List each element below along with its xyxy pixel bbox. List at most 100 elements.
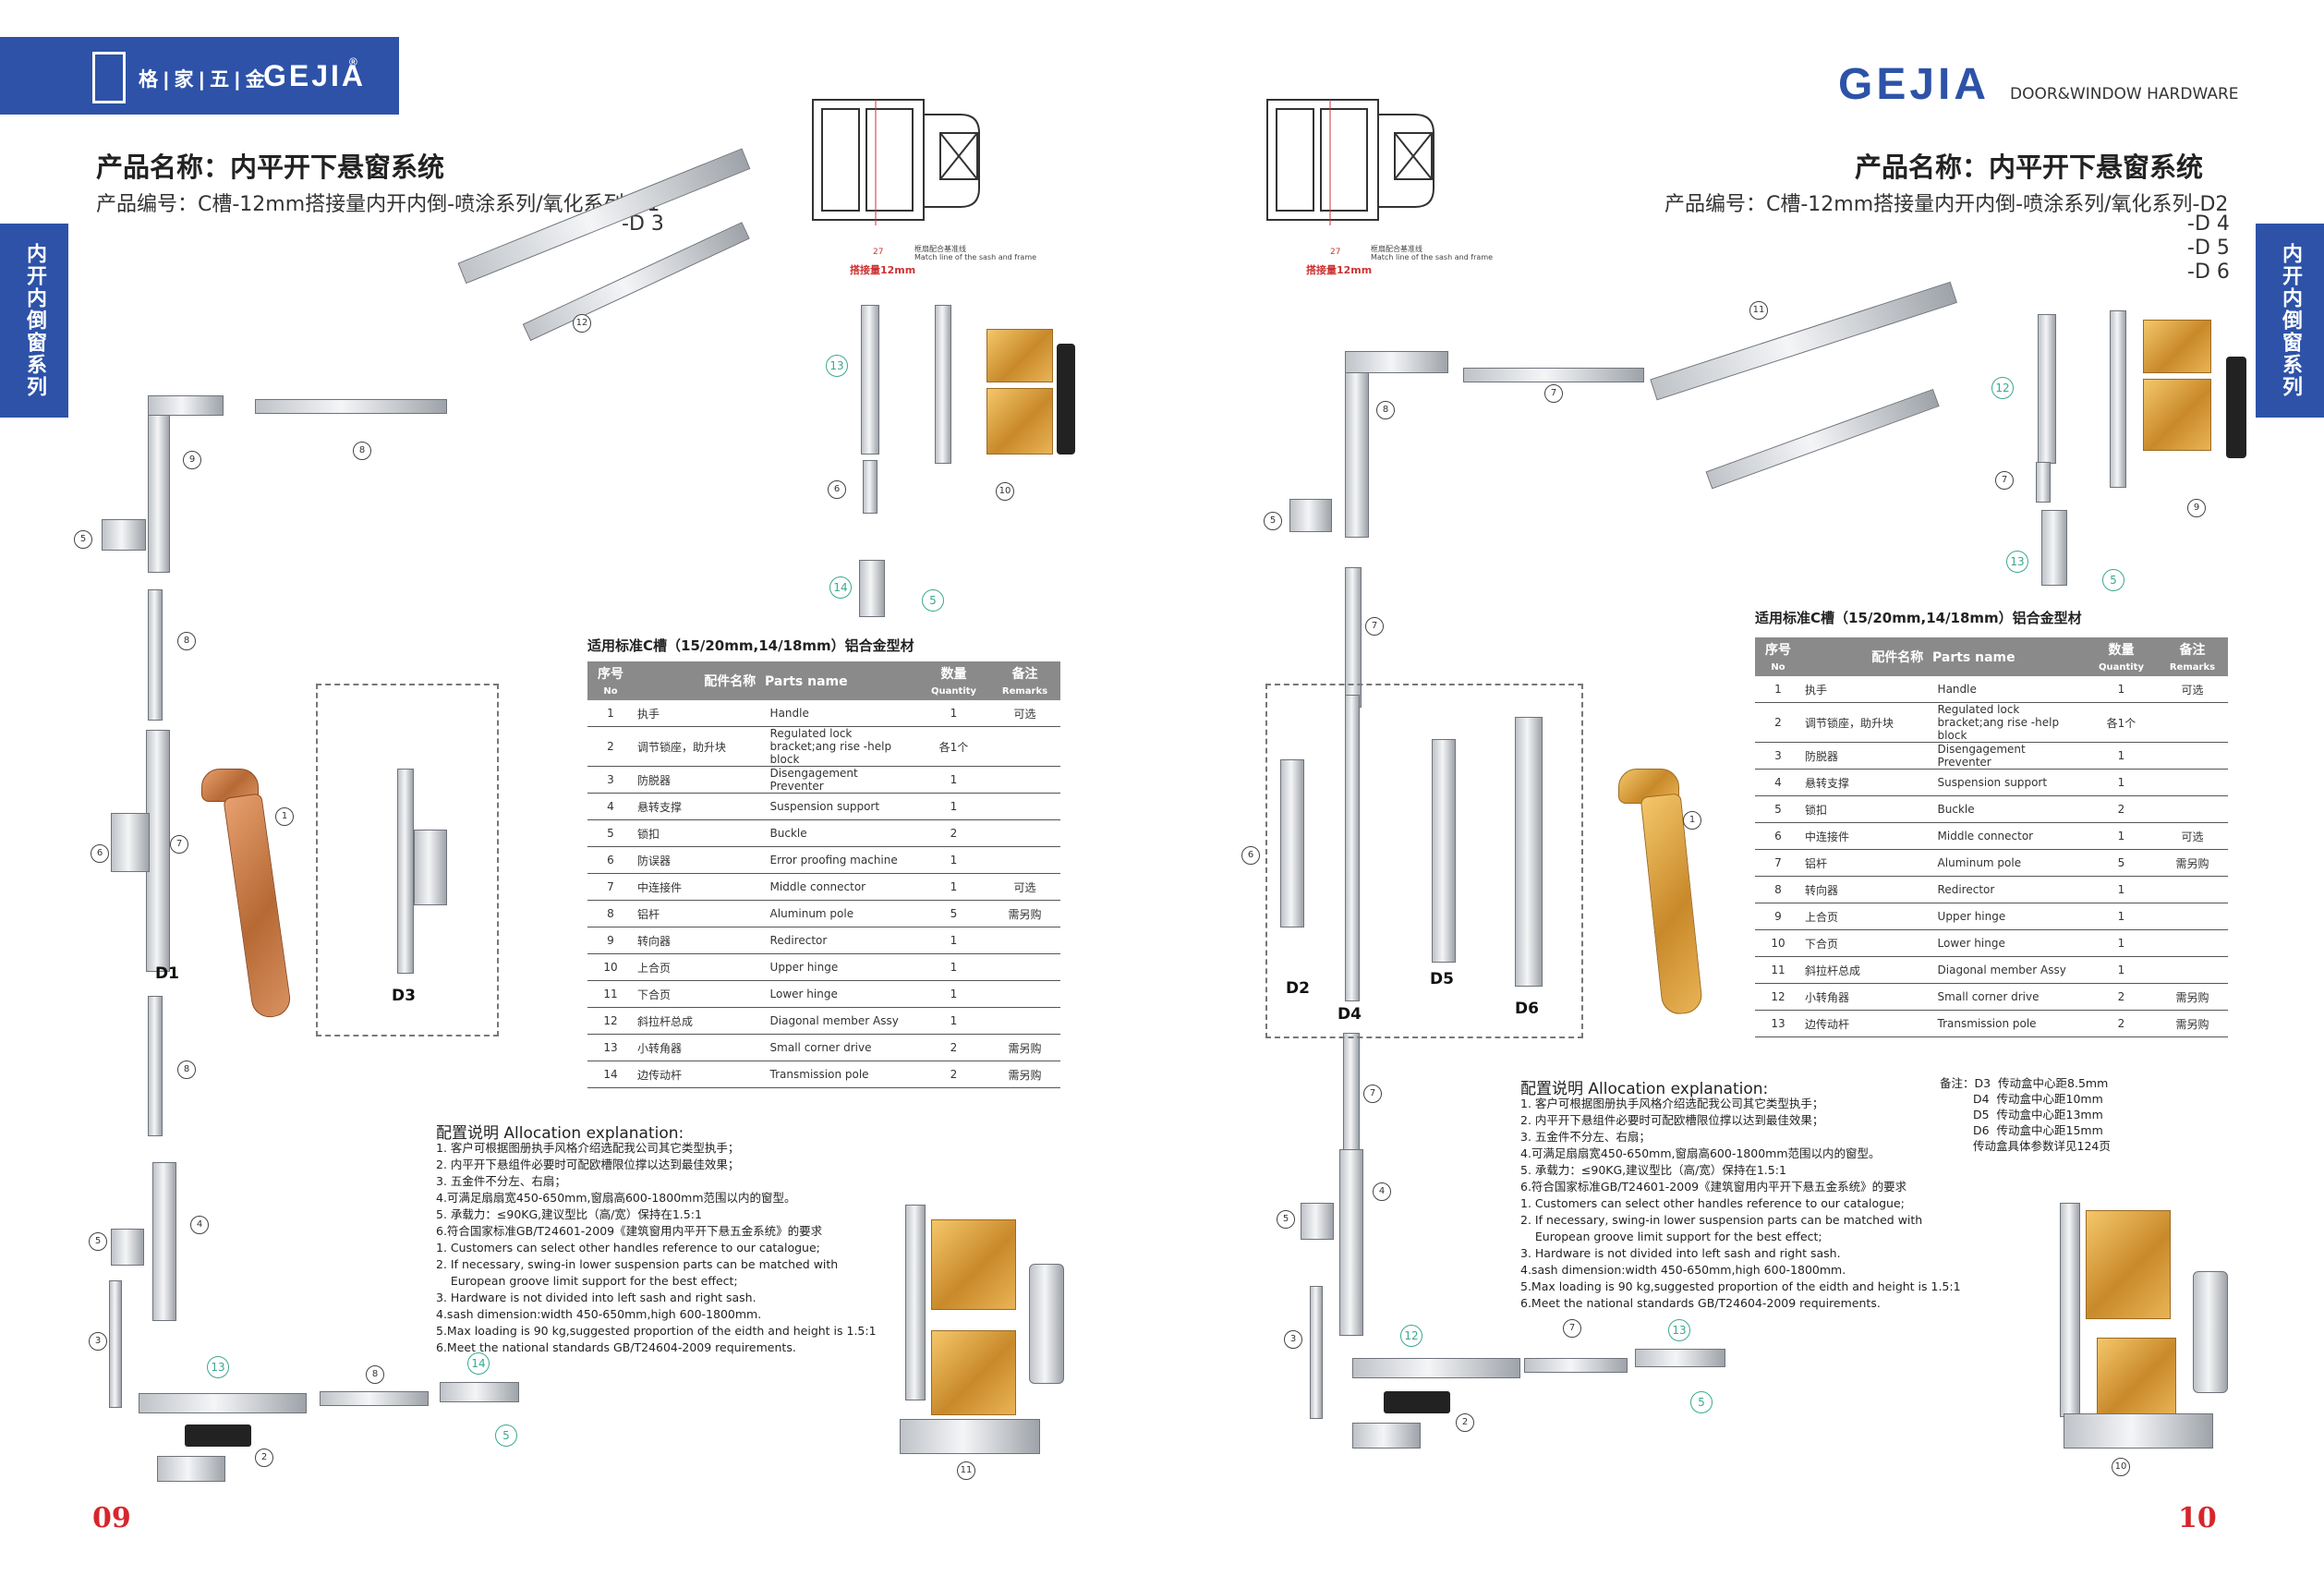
text-line: 2. If necessary, swing-in lower suspensi… (1520, 1213, 1923, 1227)
cell-remark (988, 793, 1060, 820)
cell-cn: 调节锁座，助升块 (1800, 702, 1934, 743)
callout-8b: 8 (177, 632, 196, 650)
cell-qty: 2 (2085, 983, 2157, 1011)
callout-r10: 10 (2112, 1458, 2130, 1476)
right-lower-hinge-plate (2060, 1203, 2080, 1417)
cell-en: Suspension support (766, 793, 918, 820)
right-product-code-4: -D 6 (2187, 261, 2230, 284)
cell-cn: 锁扣 (633, 819, 767, 847)
left-d3-gear (414, 830, 447, 905)
cell-remark (2156, 956, 2228, 984)
cell-en: Transmission pole (766, 1061, 918, 1088)
right-page-number: 10 (2178, 1502, 2217, 1534)
cell-en: Transmission pole (1933, 1010, 2086, 1037)
left-pole-a (148, 589, 163, 721)
cell-no: 8 (587, 900, 634, 927)
cell-no: 6 (1755, 822, 1801, 850)
cell-cn: 上合页 (1800, 903, 1934, 930)
text-line: 3. 五金件不分左、右扇； (1520, 1130, 1651, 1144)
text-line: 2. 内平开下悬组件必要时可配欧槽限位撑以达到最佳效果； (1520, 1113, 1824, 1127)
right-buckle (1289, 499, 1332, 532)
text-line: 2. If necessary, swing-in lower suspensi… (436, 1257, 839, 1271)
cell-remark (988, 927, 1060, 954)
callout-8: 8 (353, 442, 371, 460)
cell-qty: 1 (2085, 956, 2157, 984)
cell-no: 4 (587, 793, 634, 820)
cell-cn: 斜拉杆总成 (633, 1007, 767, 1035)
right-profile-dim: 27 (1330, 248, 1341, 257)
cell-remark (2156, 742, 2228, 770)
left-redirector-top (148, 395, 224, 416)
text-line: European groove limit support for the be… (1520, 1230, 1822, 1243)
cell-remark (2156, 702, 2228, 743)
cell-qty: 5 (2085, 849, 2157, 877)
cell-qty: 1 (917, 873, 989, 901)
cell-remark (988, 726, 1060, 767)
cell-qty: 2 (2085, 795, 2157, 823)
right-profile-overlap: 搭接量12mm (1306, 264, 1373, 276)
right-product-code: 产品编号：C槽-12mm搭接量内开内倒-喷涂系列/氧化系列-D2 (1664, 193, 2229, 216)
right-product-title: 产品名称：内平开下悬窗系统 (1855, 152, 2204, 183)
cell-qty: 1 (917, 953, 989, 981)
cell-qty: 5 (917, 900, 989, 927)
text-line: 1. Customers can select other handles re… (436, 1241, 820, 1255)
right-product-code-3: -D 5 (2187, 236, 2230, 260)
right-middle-connector (1280, 759, 1304, 927)
cell-cn: 防误器 (633, 846, 767, 874)
cell-cn: 锁扣 (1800, 795, 1934, 823)
text-line: 2. 内平开下悬组件必要时可配欧槽限位撑以达到最佳效果； (436, 1158, 740, 1171)
right-buckle-2 (1301, 1203, 1334, 1240)
cell-cn: 执手 (633, 700, 767, 727)
cell-cn: 铝杆 (1800, 849, 1934, 877)
callout-12: 12 (573, 314, 591, 333)
callout-8c: 8 (177, 1061, 196, 1079)
cell-en: Aluminum pole (766, 900, 918, 927)
cell-no: 3 (587, 766, 634, 794)
cell-en: Redirector (1933, 876, 2086, 903)
text-line: 4.sash dimension:width 450-650mm,high 60… (436, 1307, 762, 1321)
cell-en: Disengagement Preventer (1933, 742, 2086, 770)
callout-r12: 12 (1400, 1325, 1422, 1347)
cell-cn: 中连接件 (1800, 822, 1934, 850)
callout-r8: 8 (1376, 401, 1395, 419)
callout-r7d: 7 (1563, 1319, 1581, 1338)
cell-en: Upper hinge (1933, 903, 2086, 930)
left-redirector (148, 395, 170, 573)
cell-cn: 下合页 (1800, 929, 1934, 957)
right-side-tab: 内开内倒窗系列 (2256, 224, 2324, 418)
right-redirector (1345, 351, 1369, 538)
text-line: 1. 客户可根据图册执手风格介绍选配我公司其它类型执手； (436, 1141, 740, 1155)
right-table-caption: 适用标准C槽（15/20mm,14/18mm）铝合金型材 (1755, 610, 2082, 626)
cell-cn: 防脱器 (633, 766, 767, 794)
cell-qty: 1 (2085, 769, 2157, 796)
right-diagonal-arm-lower (1705, 388, 1940, 490)
callout-r7b: 7 (1365, 617, 1384, 636)
cell-en: Upper hinge (766, 953, 918, 981)
left-disengagement-preventer (109, 1280, 122, 1408)
right-lower-hinge (2086, 1210, 2171, 1319)
cell-cn: 小转角器 (1800, 983, 1934, 1011)
right-alloc-list: 1. 客户可根据图册执手风格介绍选配我公司其它类型执手；2. 内平开下悬组件必要… (1520, 1096, 1961, 1312)
text-line: 5. 承载力：≤90KG,建议型比（高/宽）保持在1.5:1 (436, 1207, 702, 1221)
cell-qty: 1 (2085, 676, 2157, 703)
callout-8d: 8 (366, 1365, 384, 1384)
left-pole-short (863, 460, 878, 514)
cell-qty: 1 (2085, 929, 2157, 957)
right-corner-drive (1352, 1358, 1520, 1378)
cell-cn: 中连接件 (633, 873, 767, 901)
left-product-code: 产品编号：C槽-12mm搭接量内开内倒-喷涂系列/氧化系列-D1 (96, 193, 660, 216)
right-profile-note-en: Match line of the sash and frame (1371, 253, 1494, 261)
text-line: 4.sash dimension:width 450-650mm,high 60… (1520, 1263, 1846, 1277)
